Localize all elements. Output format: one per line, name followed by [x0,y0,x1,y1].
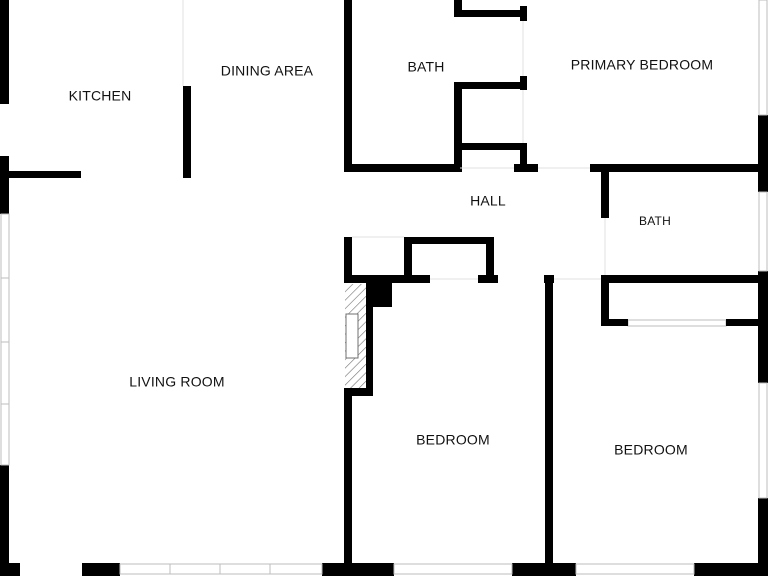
wall-closet-mid-h [454,82,526,89]
wall-right-c [758,498,768,576]
window-left-1 [0,213,10,279]
wall-hall-closet-left [404,237,412,283]
wall-bath-west [344,0,352,172]
wall-left-lower [0,465,9,576]
wall-bath2-west [601,172,609,218]
window-bottom-3 [219,563,271,575]
label-kitchen: KITCHEN [69,88,132,104]
wall-fireplace-block [366,283,392,307]
wall-closet-top-h [454,10,526,17]
room-labels: KITCHEN DINING AREA BATH PRIMARY BEDROOM… [69,57,714,458]
window-bottom-1 [119,563,171,575]
wall-closet-mid-v [454,82,462,172]
wall-bedroom-divider [545,283,553,576]
wall-bottom-d [512,563,576,576]
window-right-3 [758,382,768,499]
wall-kitchen-stub [9,171,81,178]
wall-bottom-c [322,563,394,576]
wall-dining-divider [183,86,191,178]
wall-fireplace-side [366,283,373,396]
wall-bottom-b [82,563,120,576]
wall-hall-closet-top [404,237,494,244]
label-dining-area: DINING AREA [221,63,314,79]
wall-hall-south-3 [544,275,554,283]
wall-bath-south [344,164,460,172]
label-living-room: LIVING ROOM [129,374,225,390]
fireplace [345,284,366,388]
label-bedroom-right: BEDROOM [614,442,688,458]
wall-closet-mid-end [520,76,527,90]
wall-closet-right-h1 [601,319,628,326]
wall-left-mid [0,156,9,214]
window-bottom-5 [393,563,513,575]
wall-fireplace-cap [344,388,372,396]
wall-closet-top-v [454,0,462,17]
label-hall: HALL [470,193,506,209]
wall-closet-right-h2 [726,319,768,326]
fireplace-box [345,313,359,359]
label-bath-right: BATH [639,214,671,228]
wall-living-east [344,388,352,576]
wall-left-upper [0,0,9,104]
wall-bath2-south [601,275,768,283]
wall-closet-low-end [520,143,527,172]
wall-closet-top-end [520,6,527,21]
window-left-3 [0,341,10,405]
window-bottom-6 [575,563,695,575]
door-openings [182,0,606,280]
interior-walls [9,0,768,576]
window-left-4 [0,403,10,466]
wall-hall-closet-right [486,237,494,283]
wall-hall-south-1 [344,275,430,283]
wall-right-a [758,115,768,192]
window-bottom-2 [169,563,221,575]
label-primary-bedroom: PRIMARY BEDROOM [571,57,714,73]
wall-primary-south [590,164,768,172]
window-left-2 [0,277,10,343]
wall-closet-right-v [601,283,609,326]
window-right-1 [758,0,768,116]
label-bath-top: BATH [407,59,444,75]
window-bath-closet [627,319,727,327]
label-bedroom-center: BEDROOM [416,432,490,448]
wall-closet-low-h [454,143,526,150]
wall-right-b [758,271,768,383]
wall-bottom-e [694,563,768,576]
window-right-2 [758,191,768,272]
wall-hall-west-stub [344,237,352,283]
wall-bottom-a [0,563,20,576]
wall-hall-south-2 [478,275,498,283]
window-bottom-4 [269,563,323,575]
